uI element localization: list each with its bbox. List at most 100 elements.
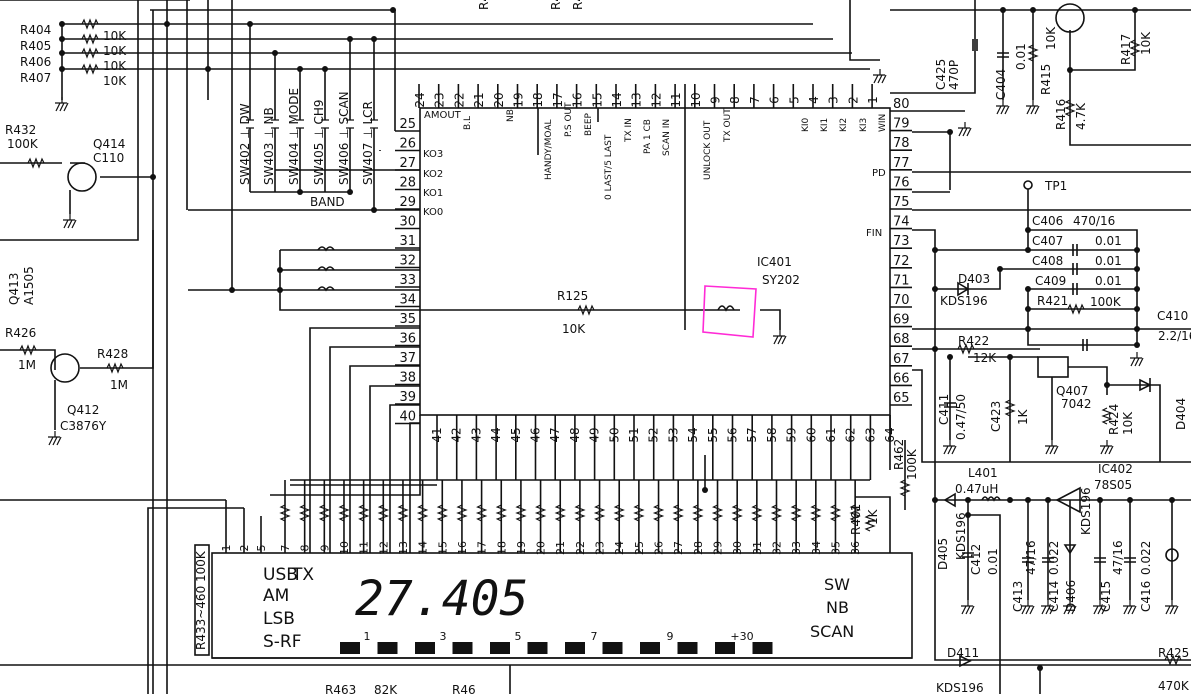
pin-function: NB xyxy=(506,109,516,122)
pin-function: BEEP xyxy=(584,112,594,136)
pin-number: 14 xyxy=(610,92,624,107)
pin-number: 70 xyxy=(893,293,910,308)
component-label: 100K xyxy=(7,137,39,151)
component-label: D411 xyxy=(947,646,979,660)
lcd-frequency: 27.405 xyxy=(355,571,528,627)
pin-number: 1 xyxy=(866,96,880,104)
junction-dot xyxy=(347,189,353,195)
pin-number: 69 xyxy=(893,313,910,328)
ground-icon xyxy=(1063,600,1077,615)
pin-number: 31 xyxy=(399,234,416,249)
wire xyxy=(270,415,437,496)
resistor-icon xyxy=(577,304,595,316)
lcd-pin-number: 2 xyxy=(238,545,251,552)
component-label: C409 xyxy=(1035,274,1066,288)
resistor-icon xyxy=(554,504,566,522)
pin-number: 2 xyxy=(846,96,860,104)
pin-number: 67 xyxy=(893,352,910,367)
junction-dot xyxy=(59,21,65,27)
resistor-icon xyxy=(81,47,99,59)
lcd-pin-number: 27 xyxy=(672,541,685,555)
pin-function: PA 1 CB xyxy=(643,119,653,154)
meter-segment xyxy=(490,642,510,654)
junction-dot xyxy=(59,36,65,42)
component-label: 0.022 xyxy=(1139,541,1153,575)
capacitor-icon xyxy=(1022,557,1034,563)
pin-function: KO0 xyxy=(423,207,443,218)
ground-icon xyxy=(996,100,1010,115)
lamp-icon xyxy=(1165,548,1179,562)
ground-icon xyxy=(1021,600,1035,615)
ground-icon xyxy=(943,440,957,455)
component-label: R405 xyxy=(20,39,51,53)
resistor-icon xyxy=(770,504,783,522)
lcd-pin-number: 35 xyxy=(829,541,842,555)
meter-segment xyxy=(415,642,435,654)
junction-dot xyxy=(1025,497,1031,503)
resistor-icon xyxy=(298,504,311,522)
lcd-pin-number: 12 xyxy=(377,541,390,555)
component-label: 2.2/16 xyxy=(1158,329,1191,343)
wire xyxy=(188,180,420,311)
component-label: Q412 xyxy=(67,403,99,417)
component-label: 470P xyxy=(947,60,961,90)
capacitor-icon xyxy=(997,52,1009,58)
pin-number: 27 xyxy=(399,156,416,171)
wire xyxy=(309,327,420,553)
component-label: 100K xyxy=(1090,295,1122,309)
component-label: R463 xyxy=(325,683,356,694)
pin-number: 18 xyxy=(531,92,545,107)
junction-dot xyxy=(1134,247,1140,253)
lcd-pin-number: 32 xyxy=(771,541,784,555)
lcd-pin-number: 11 xyxy=(358,541,371,555)
pin-number: 44 xyxy=(489,427,503,442)
lcd-pin-number: 26 xyxy=(653,541,666,555)
junction-dot xyxy=(1134,326,1140,332)
junction-dot xyxy=(947,129,953,135)
component-label: 0.01 xyxy=(1095,234,1122,248)
wire xyxy=(188,169,420,211)
junction-dot xyxy=(247,21,253,27)
pin-function: B.L xyxy=(463,116,473,130)
pin-function: PD xyxy=(872,168,886,179)
junction-dot xyxy=(371,207,377,213)
pin-number: 34 xyxy=(399,293,416,308)
junction-dot xyxy=(164,21,170,27)
regulator-icon xyxy=(1055,486,1081,514)
component-label: C408 xyxy=(1032,254,1063,268)
pin-number: 58 xyxy=(765,427,779,442)
pin-number: 53 xyxy=(666,427,680,442)
meter-scale-label: 7 xyxy=(591,630,598,643)
pin-number: 38 xyxy=(399,371,416,386)
junction-dot xyxy=(1025,306,1031,312)
component-label: SW407 ⊥ LCR xyxy=(361,101,375,185)
diode-icon xyxy=(943,492,956,508)
meter-segment xyxy=(340,642,360,654)
component-label: C406 xyxy=(1032,214,1063,228)
lcd-pin-number: 8 xyxy=(299,545,312,552)
jumper-icon xyxy=(317,266,335,272)
resistor-icon xyxy=(1164,654,1182,666)
resistor-icon xyxy=(633,504,645,522)
junction-dot xyxy=(1007,497,1013,503)
meter-segment xyxy=(602,642,623,654)
pin-number: 32 xyxy=(399,254,416,269)
component-label: Q413 xyxy=(7,273,21,305)
wire xyxy=(949,356,1161,462)
component-label: 10K xyxy=(1044,26,1058,50)
junction-dot xyxy=(1134,286,1140,292)
pin-number: 79 xyxy=(893,117,910,132)
pin-number: 57 xyxy=(745,427,759,442)
component-label: R428 xyxy=(97,347,128,361)
capacitor-icon xyxy=(972,39,978,51)
junction-dot xyxy=(277,287,283,293)
component-label: D405 xyxy=(936,538,950,570)
pin-number: 22 xyxy=(452,92,466,107)
component-label: 82K xyxy=(374,683,398,694)
ground-icon xyxy=(1100,440,1114,455)
ground-icon xyxy=(873,69,887,84)
junction-dot xyxy=(297,66,303,72)
resistor-icon xyxy=(810,504,822,522)
wire xyxy=(369,385,420,553)
junction-dot xyxy=(1025,247,1031,253)
